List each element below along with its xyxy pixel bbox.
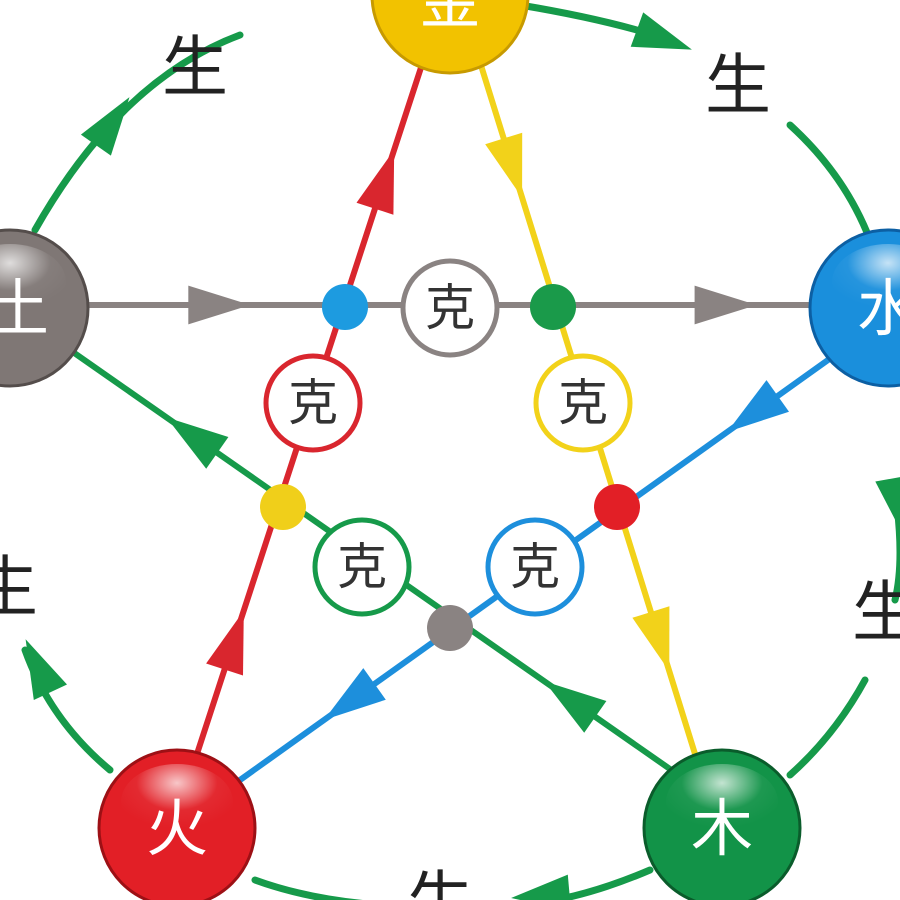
controlling-labels: 克 克 克 克 克 xyxy=(263,258,633,617)
arc-earth-metal xyxy=(31,31,244,234)
arrowhead-water-fire-2 xyxy=(324,668,386,720)
arrowhead-water-wood xyxy=(875,477,900,530)
controlling-arrowheads xyxy=(166,132,789,733)
arrowhead-earth-metal xyxy=(80,97,130,156)
element-wood: 木 xyxy=(642,748,802,900)
sheng-label-top-right: 生 xyxy=(705,47,771,124)
ke-circle-right: 克 xyxy=(533,353,633,453)
element-fire-label: 火 xyxy=(146,792,208,865)
ke-label-left: 克 xyxy=(288,374,338,432)
arrowhead-fire-metal-1 xyxy=(206,610,244,676)
arc-water-wood-lower xyxy=(786,676,869,779)
sheng-label-top-left: 生 xyxy=(162,29,228,106)
sheng-label-bottom: 生 xyxy=(407,864,473,900)
arrowhead-metal-water xyxy=(630,12,692,50)
arrowhead-wood-earth-2 xyxy=(166,417,229,469)
sheng-label-right: 生 xyxy=(852,574,900,651)
arrowhead-fire-metal-2 xyxy=(356,149,395,215)
ke-circle-bottom-right: 克 xyxy=(485,517,585,617)
arc-wood-fire-left xyxy=(251,876,364,900)
ke-label-bottom-left: 克 xyxy=(337,538,387,596)
arrowhead-metal-wood-2 xyxy=(632,606,670,672)
generating-labels: 生 生 生 生 生 xyxy=(0,29,900,900)
arrowhead-earth-water-1 xyxy=(188,285,251,325)
element-fire: 火 xyxy=(97,748,257,900)
arrowhead-wood-earth-1 xyxy=(544,681,607,733)
element-water-label: 水 xyxy=(857,272,900,345)
element-water: 水 xyxy=(808,228,900,388)
element-earth-label: 土 xyxy=(0,272,49,345)
dot-gray xyxy=(427,605,473,651)
ke-circle-bottom-left: 克 xyxy=(312,517,412,617)
arc-wood-fire xyxy=(533,866,654,900)
intersection-dots xyxy=(260,284,640,651)
element-earth: 土 xyxy=(0,228,90,388)
ke-label-right: 克 xyxy=(558,374,608,432)
ke-circle-top: 克 xyxy=(400,258,500,358)
arrowhead-wood-fire xyxy=(511,874,571,900)
generating-arrowheads xyxy=(25,12,900,900)
arc-metal-water-lower xyxy=(786,121,874,244)
ke-label-top: 克 xyxy=(425,279,475,337)
dot-red xyxy=(594,484,640,530)
dot-blue xyxy=(322,284,368,330)
arrowhead-fire-earth xyxy=(25,639,68,700)
dot-green xyxy=(530,284,576,330)
arrowhead-water-fire-1 xyxy=(727,380,789,432)
generating-cycle xyxy=(21,1,900,900)
element-wood-label: 木 xyxy=(691,792,753,865)
element-metal: 金 xyxy=(370,0,530,75)
ke-label-bottom-right: 克 xyxy=(510,538,560,596)
element-metal-label: 金 xyxy=(419,0,481,37)
dot-yellow xyxy=(260,484,306,530)
arrowhead-metal-wood-1 xyxy=(485,132,523,198)
ke-circle-left: 克 xyxy=(263,353,363,453)
arrowhead-earth-water-2 xyxy=(694,285,757,325)
sheng-label-left: 生 xyxy=(0,549,38,626)
